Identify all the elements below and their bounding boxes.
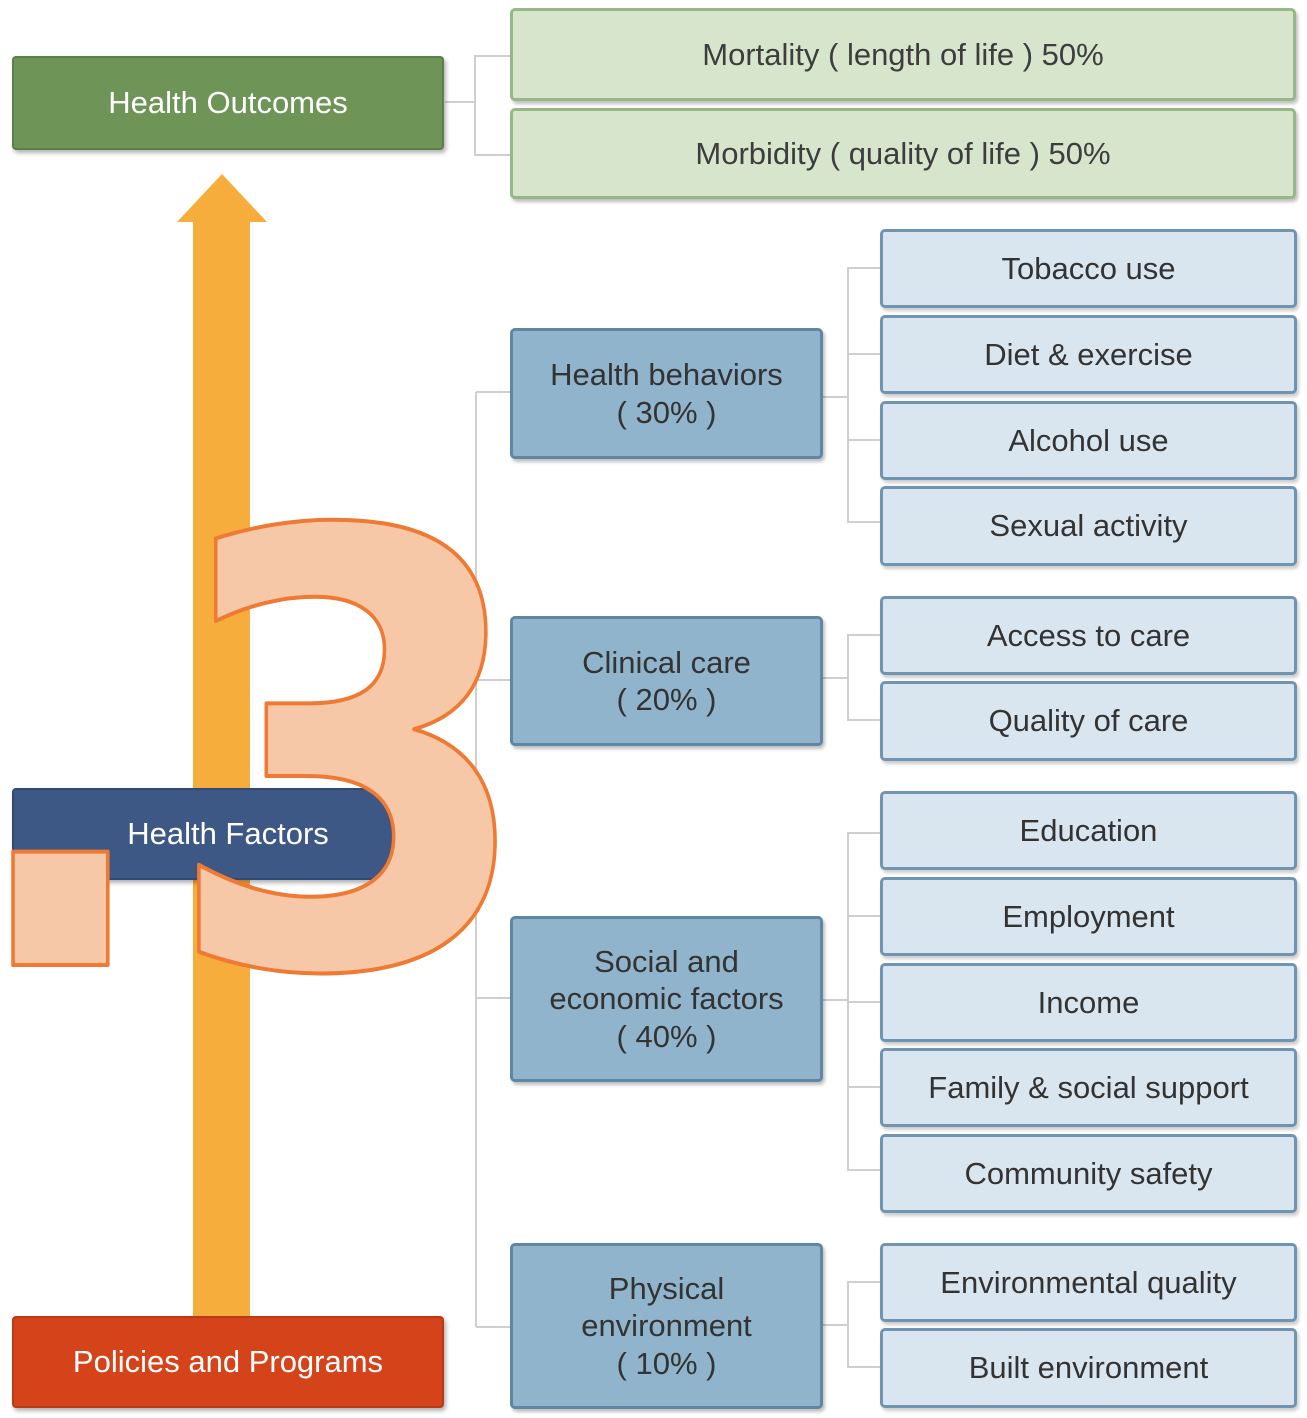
mortality-box: Mortality ( length of life ) 50% [510,8,1296,101]
leaf-label: Alcohol use [1008,422,1169,458]
category-name-line: environment [581,1308,752,1344]
category-percent: ( 20% ) [616,682,717,717]
category-social-economic: Social and economic factors ( 40% ) [510,916,823,1082]
category-percent: ( 30% ) [616,394,717,430]
leaf-access-to-care: Access to care [880,596,1297,675]
health-outcomes-box: Health Outcomes [12,56,444,150]
leaf-label: Employment [1002,898,1175,934]
category-percent: ( 40% ) [616,1018,717,1054]
health-factors-box: Health Factors [12,788,444,880]
leaf-label: Built environment [968,1350,1209,1386]
leaf-built-environment: Built environment [880,1328,1297,1408]
health-factors-label: Health Factors [127,816,329,852]
leaf-income: Income [880,963,1297,1042]
leaf-label: Environmental quality [940,1264,1237,1300]
leaf-environmental-quality: Environmental quality [880,1243,1297,1322]
leaf-alcohol-use: Alcohol use [880,401,1297,480]
up-arrow-shape [177,174,267,1320]
category-clinical-care: Clinical care ( 20% ) [510,616,823,746]
category-name-line: Clinical care [582,644,751,680]
category-name-line: Social and [594,944,739,980]
leaf-label: Family & social support [928,1069,1249,1105]
policies-programs-label: Policies and Programs [72,1344,384,1380]
leaf-label: Access to care [986,617,1191,653]
leaf-label: Quality of care [988,703,1189,739]
leaf-education: Education [880,791,1297,870]
leaf-label: Tobacco use [1001,250,1176,286]
health-outcomes-label: Health Outcomes [108,85,348,121]
leaf-family-social-support: Family & social support [880,1048,1297,1127]
policies-programs-box: Policies and Programs [12,1316,444,1408]
leaf-tobacco-use: Tobacco use [880,229,1297,308]
leaf-label: Sexual activity [989,508,1188,544]
leaf-quality-of-care: Quality of care [880,681,1297,761]
leaf-label: Community safety [964,1155,1213,1191]
category-health-behaviors: Health behaviors ( 30% ) [510,328,823,459]
category-name-line: economic factors [549,981,784,1017]
leaf-diet-exercise: Diet & exercise [880,315,1297,394]
leaf-label: Education [1019,812,1158,848]
mortality-label: Mortality ( length of life ) 50% [702,36,1104,72]
leaf-sexual-activity: Sexual activity [880,486,1297,566]
category-name-line: Physical [608,1271,725,1307]
category-physical-environment: Physical environment ( 10% ) [510,1243,823,1409]
category-name-line: Health behaviors [550,357,783,393]
overlay-number-text: .3 [0,408,538,1107]
leaf-label: Income [1037,984,1140,1020]
leaf-community-safety: Community safety [880,1134,1297,1213]
leaf-label: Diet & exercise [984,336,1193,372]
leaf-employment: Employment [880,877,1297,956]
category-percent: ( 10% ) [616,1345,717,1381]
morbidity-label: Morbidity ( quality of life ) 50% [695,135,1111,171]
morbidity-box: Morbidity ( quality of life ) 50% [510,108,1296,199]
